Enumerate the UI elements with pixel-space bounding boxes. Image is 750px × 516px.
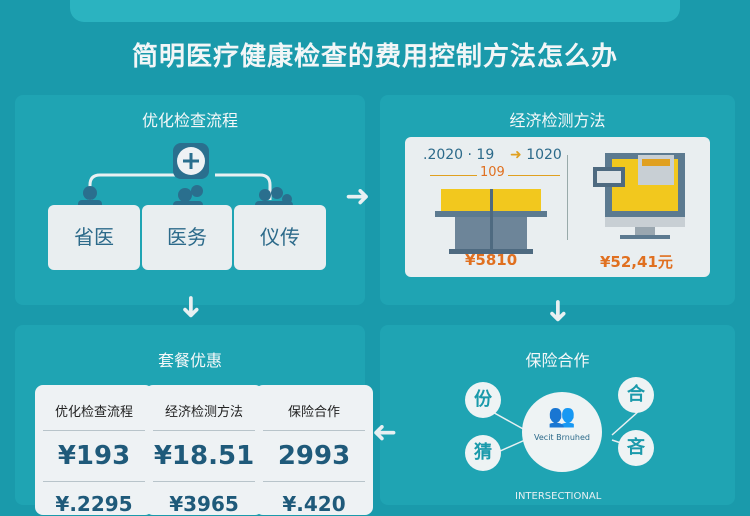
card-title: 保险合作 bbox=[287, 405, 340, 420]
footer-label: INTERSECTIONAL bbox=[515, 491, 602, 502]
package-card: 经济检测方法 ¥18.51 ¥3965 bbox=[145, 385, 263, 516]
panel-title: 套餐优惠 bbox=[157, 351, 222, 370]
package-card: 优化检查流程 ¥193 ¥.2295 bbox=[35, 385, 153, 516]
header-mid: 109 bbox=[477, 165, 508, 180]
card-subprice: ¥.420 bbox=[282, 492, 346, 516]
role-label: 医务 bbox=[167, 225, 207, 249]
arrow-right-icon: ➜ bbox=[345, 179, 371, 214]
role-box: 仪传 bbox=[234, 205, 326, 270]
node-circle: 吝 bbox=[618, 430, 654, 466]
separator bbox=[567, 155, 568, 240]
header-left: .2020 · 19 bbox=[423, 147, 495, 163]
price-left: ¥5810 bbox=[465, 251, 518, 269]
panel-process: 优化检查流程 省医 医务 仪传 bbox=[15, 95, 365, 305]
card-title: 经济检测方法 bbox=[164, 405, 243, 420]
node-circle: 合 bbox=[618, 377, 654, 413]
price-right: ¥52,41元 bbox=[600, 253, 673, 271]
network-lines bbox=[479, 404, 643, 461]
card-subprice: ¥3965 bbox=[169, 492, 239, 516]
panel-title: 保险合作 bbox=[525, 351, 590, 370]
page-title: 简明医疗健康检查的费用控制方法怎么办 bbox=[131, 42, 618, 72]
node-circle: 猜 bbox=[465, 435, 501, 471]
methods-card: .2020 · 19 ➜ 1020 109 ¥5810 ¥52,41元 bbox=[405, 137, 710, 277]
card-subprice: ¥.2295 bbox=[55, 492, 133, 516]
arrow-down-icon: ➜ bbox=[540, 298, 576, 324]
package-card: 保险合作 2993 ¥.420 bbox=[255, 385, 373, 516]
role-label: 省医 bbox=[74, 225, 114, 249]
card-price: ¥18.51 bbox=[153, 441, 255, 471]
node-circle: 份 bbox=[465, 382, 501, 418]
card-price: ¥193 bbox=[57, 441, 131, 471]
card-title: 优化检查流程 bbox=[54, 405, 133, 420]
arrow-left-icon: ➜ bbox=[372, 415, 398, 450]
card-price: 2993 bbox=[277, 441, 351, 471]
computer-icon bbox=[593, 153, 685, 239]
top-banner bbox=[70, 0, 680, 22]
panel-methods: 经济检测方法 .2020 · 19 ➜ 1020 109 ¥5810 ¥52,4… bbox=[380, 95, 735, 305]
panel-title: 优化检查流程 bbox=[141, 111, 238, 130]
arrow-down-icon: ➜ bbox=[173, 294, 209, 320]
hub-label: Vecit Brnuhed bbox=[534, 433, 590, 442]
role-label: 仪传 bbox=[260, 225, 300, 249]
role-box: 医务 bbox=[142, 205, 232, 270]
org-connector bbox=[78, 143, 293, 214]
role-box: 省医 bbox=[48, 205, 140, 270]
counter-icon bbox=[435, 189, 547, 254]
panel-insurance: 保险合作 👥 Vecit Brnuhed 份 合 猜 吝 INTERSECTIO… bbox=[380, 325, 735, 505]
panel-packages: 套餐优惠 优化检查流程 ¥193 ¥.2295 经济检测方法 ¥18.51 ¥3… bbox=[15, 325, 373, 516]
people-icon: 👥 bbox=[548, 404, 576, 429]
panel-title: 经济检测方法 bbox=[509, 111, 606, 130]
arrow-icon: ➜ bbox=[510, 147, 522, 163]
center-hub: 👥 Vecit Brnuhed bbox=[522, 392, 602, 472]
header-right: 1020 bbox=[526, 147, 562, 163]
